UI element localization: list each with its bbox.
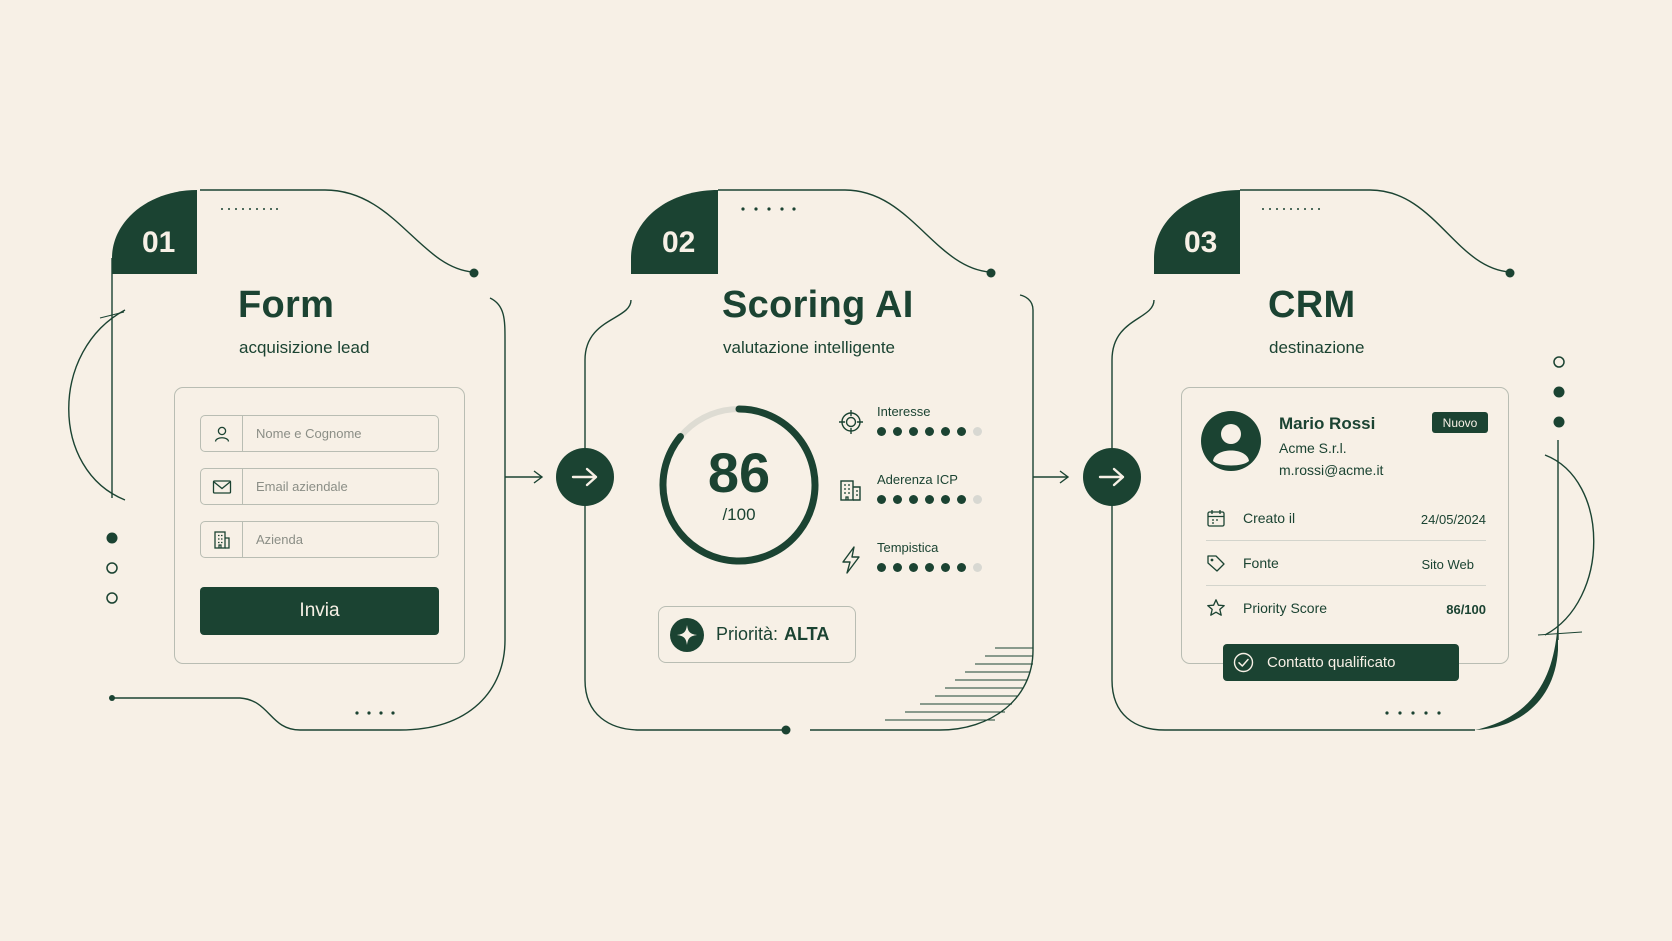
- priority-box: Priorità: ALTA: [658, 606, 856, 663]
- metric-dots: [877, 495, 982, 504]
- arrow-right-icon: [1098, 467, 1125, 487]
- target-icon: [839, 410, 863, 434]
- step-title: Form: [238, 284, 335, 326]
- step-number: 03: [1184, 226, 1218, 259]
- row-value: Sito Web: [1421, 557, 1474, 572]
- step-number: 01: [142, 226, 176, 259]
- rating-dot: [893, 427, 902, 436]
- status-badge: Nuovo: [1432, 412, 1488, 433]
- metric-label: Interesse: [877, 404, 931, 419]
- calendar-icon: [1207, 510, 1225, 527]
- metric-label: Tempistica: [877, 540, 939, 555]
- metric-dots: [877, 427, 982, 436]
- priority-label: Priorità:: [716, 624, 779, 644]
- rating-dot: [941, 495, 950, 504]
- building-icon: [840, 480, 861, 501]
- building-icon: [201, 522, 243, 557]
- rating-dot: [973, 495, 982, 504]
- metric-dots: [877, 563, 982, 572]
- step-number: 02: [662, 226, 696, 259]
- score-arc: [659, 405, 819, 565]
- tag-icon: [1207, 555, 1225, 572]
- score-suffix: /100: [722, 505, 756, 524]
- email-field[interactable]: Email aziendale: [200, 468, 439, 505]
- company-placeholder: Azienda: [256, 532, 303, 547]
- row-value: 24/05/2024: [1420, 512, 1486, 527]
- sparkle-icon: [670, 617, 704, 652]
- metric-label: Aderenza ICP: [877, 472, 958, 487]
- mail-icon: [201, 469, 243, 504]
- lead-form-card: Nome e Cognome Email aziendale Azienda I…: [174, 387, 465, 664]
- next-step-arrow: [1083, 448, 1141, 506]
- row-label: Priority Score: [1243, 600, 1328, 616]
- rating-dot: [877, 427, 886, 436]
- score-value: 86: [707, 441, 771, 504]
- rating-dot: [957, 427, 966, 436]
- crm-contact-card: Mario Rossi Acme S.r.l. m.rossi@acme.it …: [1181, 387, 1509, 664]
- user-icon: [201, 416, 243, 451]
- priority-value: ALTA: [784, 624, 830, 644]
- rating-dot: [957, 563, 966, 572]
- crm-row-source: Fonte: [1206, 553, 1279, 573]
- contact-email: m.rossi@acme.it: [1279, 462, 1384, 478]
- email-placeholder: Email aziendale: [256, 479, 348, 494]
- crm-row-created: Creato il: [1206, 508, 1295, 528]
- next-step-arrow: [556, 448, 614, 506]
- divider: [1206, 585, 1486, 586]
- arrow-right-icon: [571, 467, 598, 487]
- name-field[interactable]: Nome e Cognome: [200, 415, 439, 452]
- rating-dot: [877, 563, 886, 572]
- submit-button[interactable]: Invia: [200, 587, 439, 635]
- step-subtitle: destinazione: [1269, 338, 1365, 357]
- rating-dot: [925, 563, 934, 572]
- rating-dot: [941, 563, 950, 572]
- name-placeholder: Nome e Cognome: [256, 426, 362, 441]
- rating-dot: [877, 495, 886, 504]
- rating-dot: [925, 495, 934, 504]
- avatar: [1201, 411, 1261, 471]
- divider: [1206, 540, 1486, 541]
- qualified-status: Contatto qualificato: [1223, 644, 1459, 681]
- rating-dot: [893, 563, 902, 572]
- row-value: 86/100: [1446, 602, 1486, 617]
- rating-dot: [909, 427, 918, 436]
- step-title: CRM: [1268, 284, 1356, 326]
- row-label: Fonte: [1243, 555, 1279, 571]
- contact-company: Acme S.r.l.: [1279, 440, 1347, 456]
- rating-dot: [909, 495, 918, 504]
- crm-row-priority: Priority Score: [1206, 598, 1327, 618]
- rating-dot: [909, 563, 918, 572]
- step-title: Scoring AI: [722, 284, 914, 326]
- company-field[interactable]: Azienda: [200, 521, 439, 558]
- score-gauge: [659, 405, 819, 565]
- lightning-icon: [842, 546, 860, 574]
- star-icon: [1207, 599, 1225, 616]
- rating-dot: [941, 427, 950, 436]
- step-subtitle: acquisizione lead: [239, 338, 370, 357]
- rating-dot: [973, 427, 982, 436]
- contact-name: Mario Rossi: [1279, 414, 1376, 433]
- rating-dot: [973, 563, 982, 572]
- rating-dot: [925, 427, 934, 436]
- qualified-label: Contatto qualificato: [1267, 654, 1396, 671]
- check-circle-icon: [1233, 652, 1254, 673]
- rating-dot: [893, 495, 902, 504]
- step-subtitle: valutazione intelligente: [723, 338, 896, 357]
- row-label: Creato il: [1243, 510, 1296, 526]
- rating-dot: [957, 495, 966, 504]
